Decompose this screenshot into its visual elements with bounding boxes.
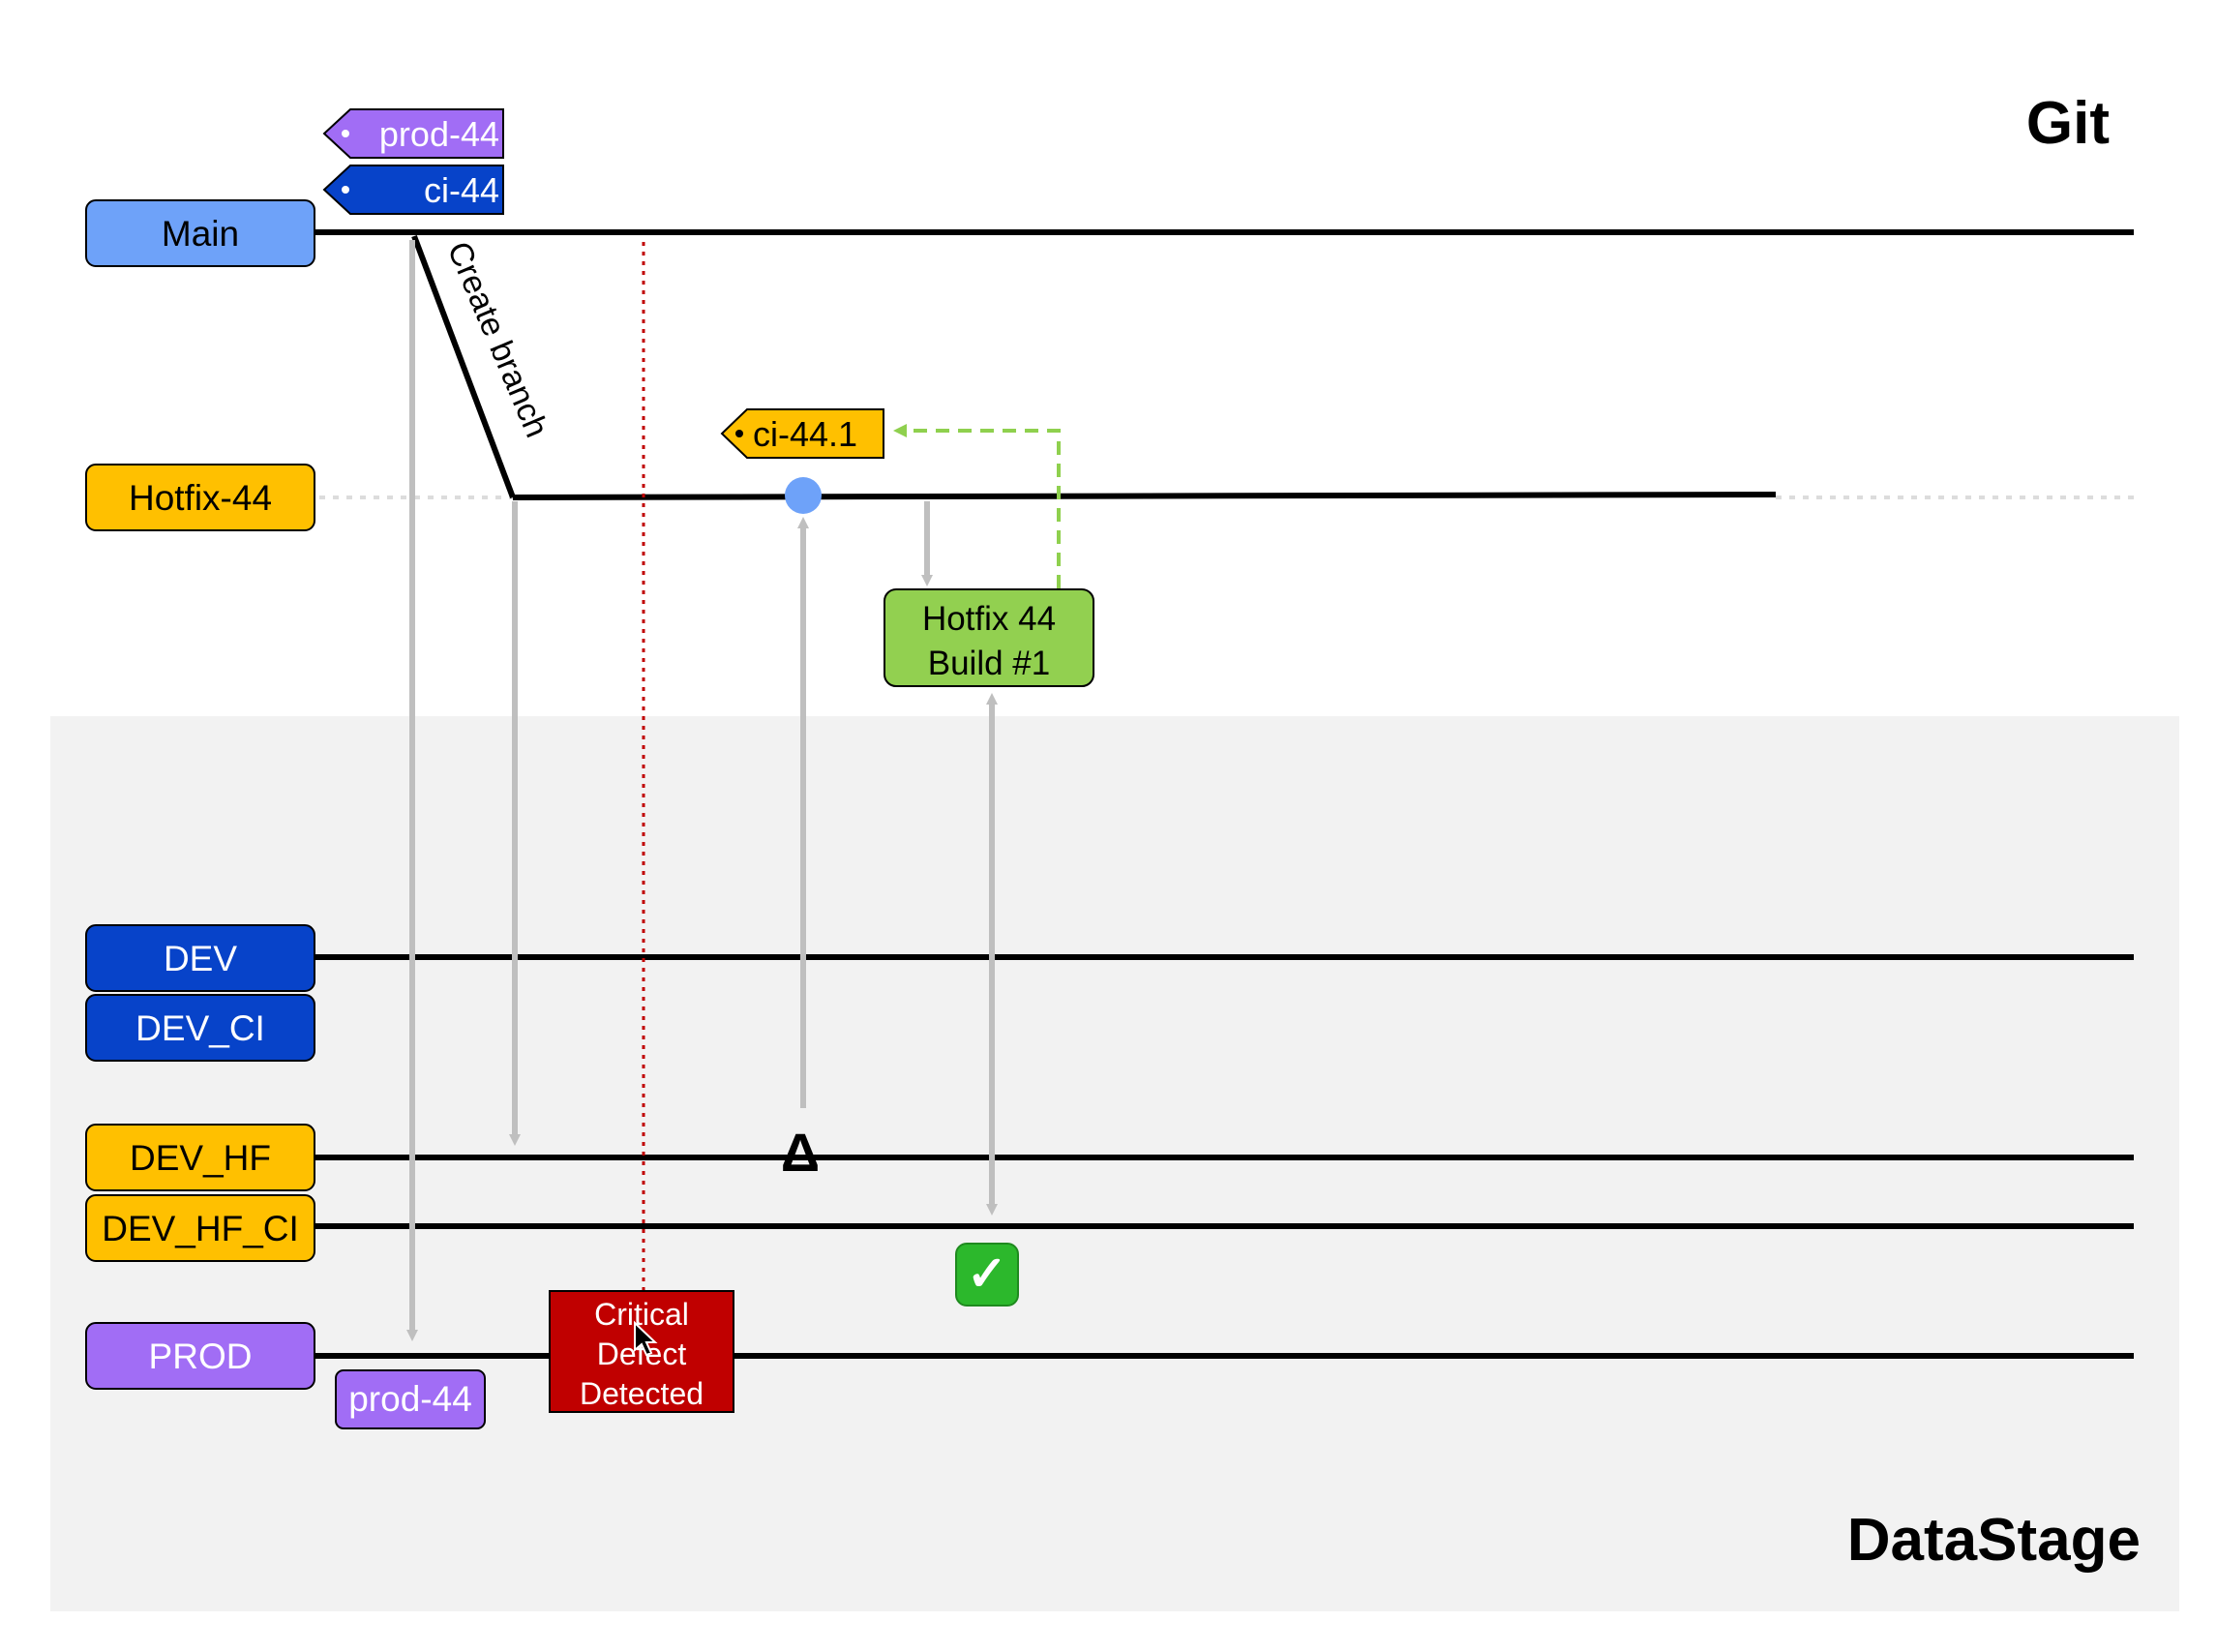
tag-prod-44: prod-44: [322, 108, 504, 159]
tag-ci-44-1: ci-44.1: [720, 408, 884, 459]
lane-label-dev-ci-text: DEV_CI: [135, 1008, 265, 1048]
hotfix-lane-line: [512, 492, 1777, 500]
hotfix-build-line1: Hotfix 44: [922, 600, 1056, 638]
tag-ci-44-text: ci-44: [424, 170, 499, 210]
critical-defect-line1: Critical: [594, 1297, 689, 1332]
lane-label-main-text: Main: [162, 214, 239, 254]
success-check-glyph: ✓: [967, 1247, 1007, 1301]
critical-defect-line3: Detected: [580, 1376, 704, 1411]
hotfix-build-line2: Build #1: [928, 645, 1050, 682]
lane-label-dev-hf: DEV_HF: [85, 1124, 315, 1191]
lane-label-dev-ci: DEV_CI: [85, 994, 315, 1062]
success-check-icon: ✓: [955, 1243, 1019, 1307]
delta-marker: Δ: [781, 1122, 820, 1183]
tag-prod-44-text: prod-44: [379, 114, 499, 154]
lane-label-dev-hf-ci-text: DEV_HF_CI: [102, 1209, 299, 1248]
prod-deploy-tag-text: prod-44: [348, 1379, 472, 1419]
git-section-title: Git: [2026, 90, 2110, 157]
mouse-pointer-icon: [634, 1320, 658, 1357]
create-branch-label: Create branch: [440, 236, 555, 442]
lane-label-dev-text: DEV: [164, 939, 237, 978]
lane-label-prod-text: PROD: [149, 1337, 253, 1376]
lane-label-prod: PROD: [85, 1322, 315, 1390]
datastage-section-title: DataStage: [1847, 1507, 2141, 1574]
critical-defect-box: Critical Defect Detected: [549, 1290, 734, 1413]
lane-label-dev-hf-ci: DEV_HF_CI: [85, 1194, 315, 1262]
datastage-region: [50, 716, 2179, 1611]
lane-label-dev: DEV: [85, 924, 315, 992]
tag-ci-44-1-text: ci-44.1: [753, 414, 857, 454]
hotfix-commit-dot: [785, 477, 822, 514]
tag-ci-44: ci-44: [322, 165, 504, 215]
lane-label-hotfix: Hotfix-44: [85, 464, 315, 531]
lane-label-hotfix-text: Hotfix-44: [129, 478, 272, 518]
create-branch-line: [411, 234, 516, 499]
lane-label-dev-hf-text: DEV_HF: [130, 1138, 271, 1178]
lane-label-main: Main: [85, 199, 315, 267]
build-to-tag-dashed-arrow: [893, 424, 1061, 588]
prod-deploy-tag: prod-44: [335, 1369, 486, 1429]
hotfix-build-box: Hotfix 44 Build #1: [884, 588, 1094, 687]
